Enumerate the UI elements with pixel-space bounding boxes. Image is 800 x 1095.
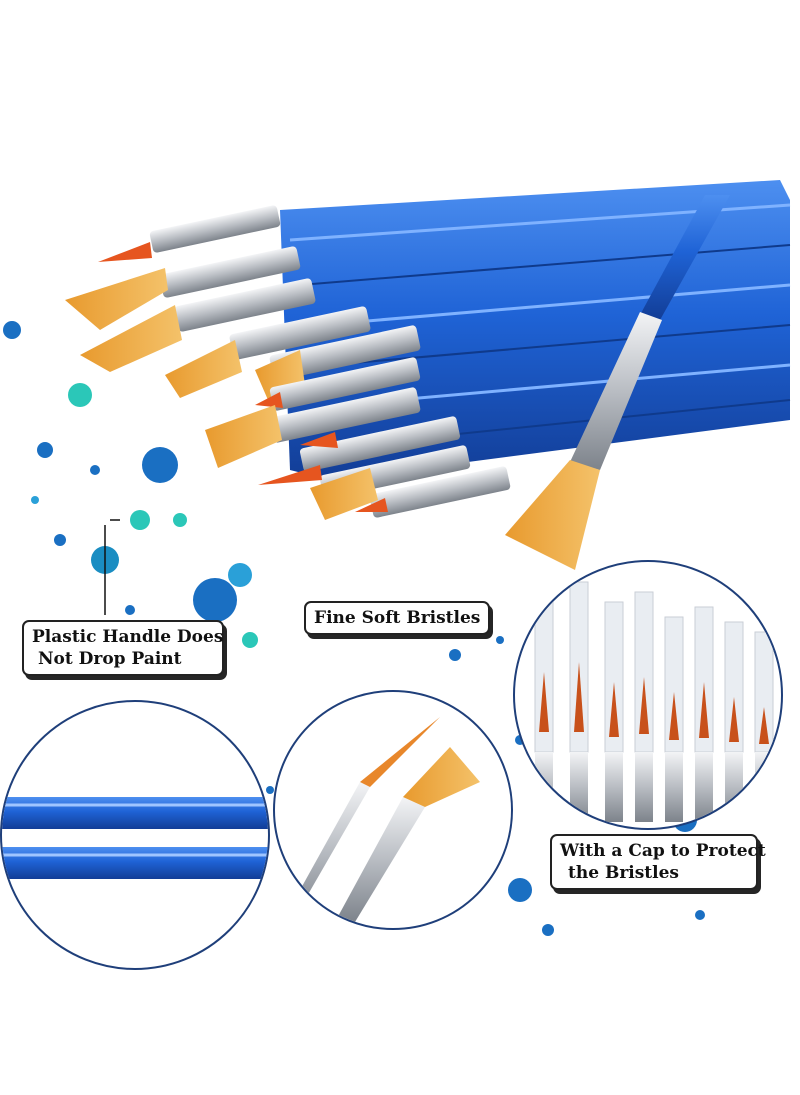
- cap-label-line1: With a Cap to Protect: [560, 841, 766, 861]
- brush-heads: [65, 205, 511, 520]
- angled-brush: [505, 195, 730, 570]
- handle-closeup-circle: [0, 700, 270, 970]
- plastic-handle-label-line2: Not Drop Paint: [38, 649, 182, 669]
- brush-tips-image: [285, 717, 480, 922]
- brush-tips-circle: [273, 690, 513, 930]
- plastic-handle-label: Plastic Handle Does Not Drop Paint: [22, 620, 224, 676]
- pointer-lines: [104, 519, 120, 615]
- cap-label: With a Cap to Protect the Bristles: [550, 834, 766, 890]
- capped-brushes-image: [534, 581, 774, 822]
- cap-label-line2: the Bristles: [568, 863, 679, 883]
- fine-soft-bristles-label: Fine Soft Bristles: [304, 601, 490, 635]
- handle-closeup-image: [2, 797, 268, 879]
- capped-brushes-circle: [513, 560, 783, 830]
- fine-soft-bristles-text: Fine Soft Bristles: [314, 608, 481, 628]
- plastic-handle-label-line1: Plastic Handle Does: [32, 627, 224, 647]
